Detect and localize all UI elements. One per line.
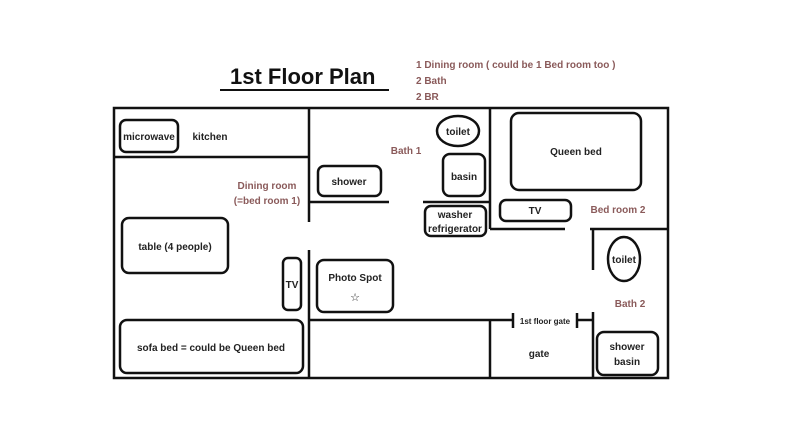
toilet-2-label: toilet <box>612 255 637 266</box>
toilet-2 <box>606 235 642 283</box>
toilet-1 <box>435 114 481 148</box>
gate-label: gate <box>529 349 550 360</box>
tv-dining <box>281 256 303 312</box>
microwave-label: microwave <box>123 132 175 143</box>
shower <box>316 164 383 198</box>
washer-label: washer <box>437 210 473 221</box>
washer-refrigerator <box>423 204 488 238</box>
bedroom2-label: Bed room 2 <box>590 205 645 216</box>
tv-dining-label: TV <box>286 280 299 291</box>
sofa-label: sofa bed = could be Queen bed <box>137 343 285 354</box>
microwave <box>118 118 180 154</box>
photo-spot-label: Photo Spot <box>328 273 382 284</box>
star-icon: ☆ <box>350 292 360 304</box>
walls <box>112 106 670 380</box>
basin-label: basin <box>451 172 477 183</box>
plan-title: 1st Floor Plan <box>230 64 375 89</box>
dining-room-label: Dining room <box>238 181 297 192</box>
dining-room-sublabel: (=bed room 1) <box>234 196 300 207</box>
bath2-label: Bath 2 <box>615 299 646 310</box>
toilet-1-label: toilet <box>446 127 471 138</box>
photo-spot <box>315 258 395 314</box>
note-1: 1 Dining room ( could be 1 Bed room too … <box>416 60 615 71</box>
queen-bed-label: Queen bed <box>550 147 602 158</box>
sofa-bed <box>118 318 305 375</box>
note-3: 2 BR <box>416 92 440 103</box>
bath1-label: Bath 1 <box>391 146 422 157</box>
shower-basin-label-1: shower <box>609 342 644 353</box>
note-2: 2 Bath <box>416 76 447 87</box>
shower-basin <box>595 330 660 377</box>
shower-label: shower <box>331 177 366 188</box>
first-floor-gate-label: 1st floor gate <box>520 317 571 326</box>
tv-bedroom <box>498 198 573 223</box>
kitchen-label: kitchen <box>192 132 227 143</box>
basin <box>441 152 487 198</box>
refrigerator-label: refrigerator <box>428 224 482 235</box>
shower-basin-label-2: basin <box>614 357 640 368</box>
queen-bed <box>509 111 643 192</box>
table-label: table (4 people) <box>138 242 211 253</box>
tv-bedroom-label: TV <box>529 206 542 217</box>
dining-table <box>120 216 230 275</box>
